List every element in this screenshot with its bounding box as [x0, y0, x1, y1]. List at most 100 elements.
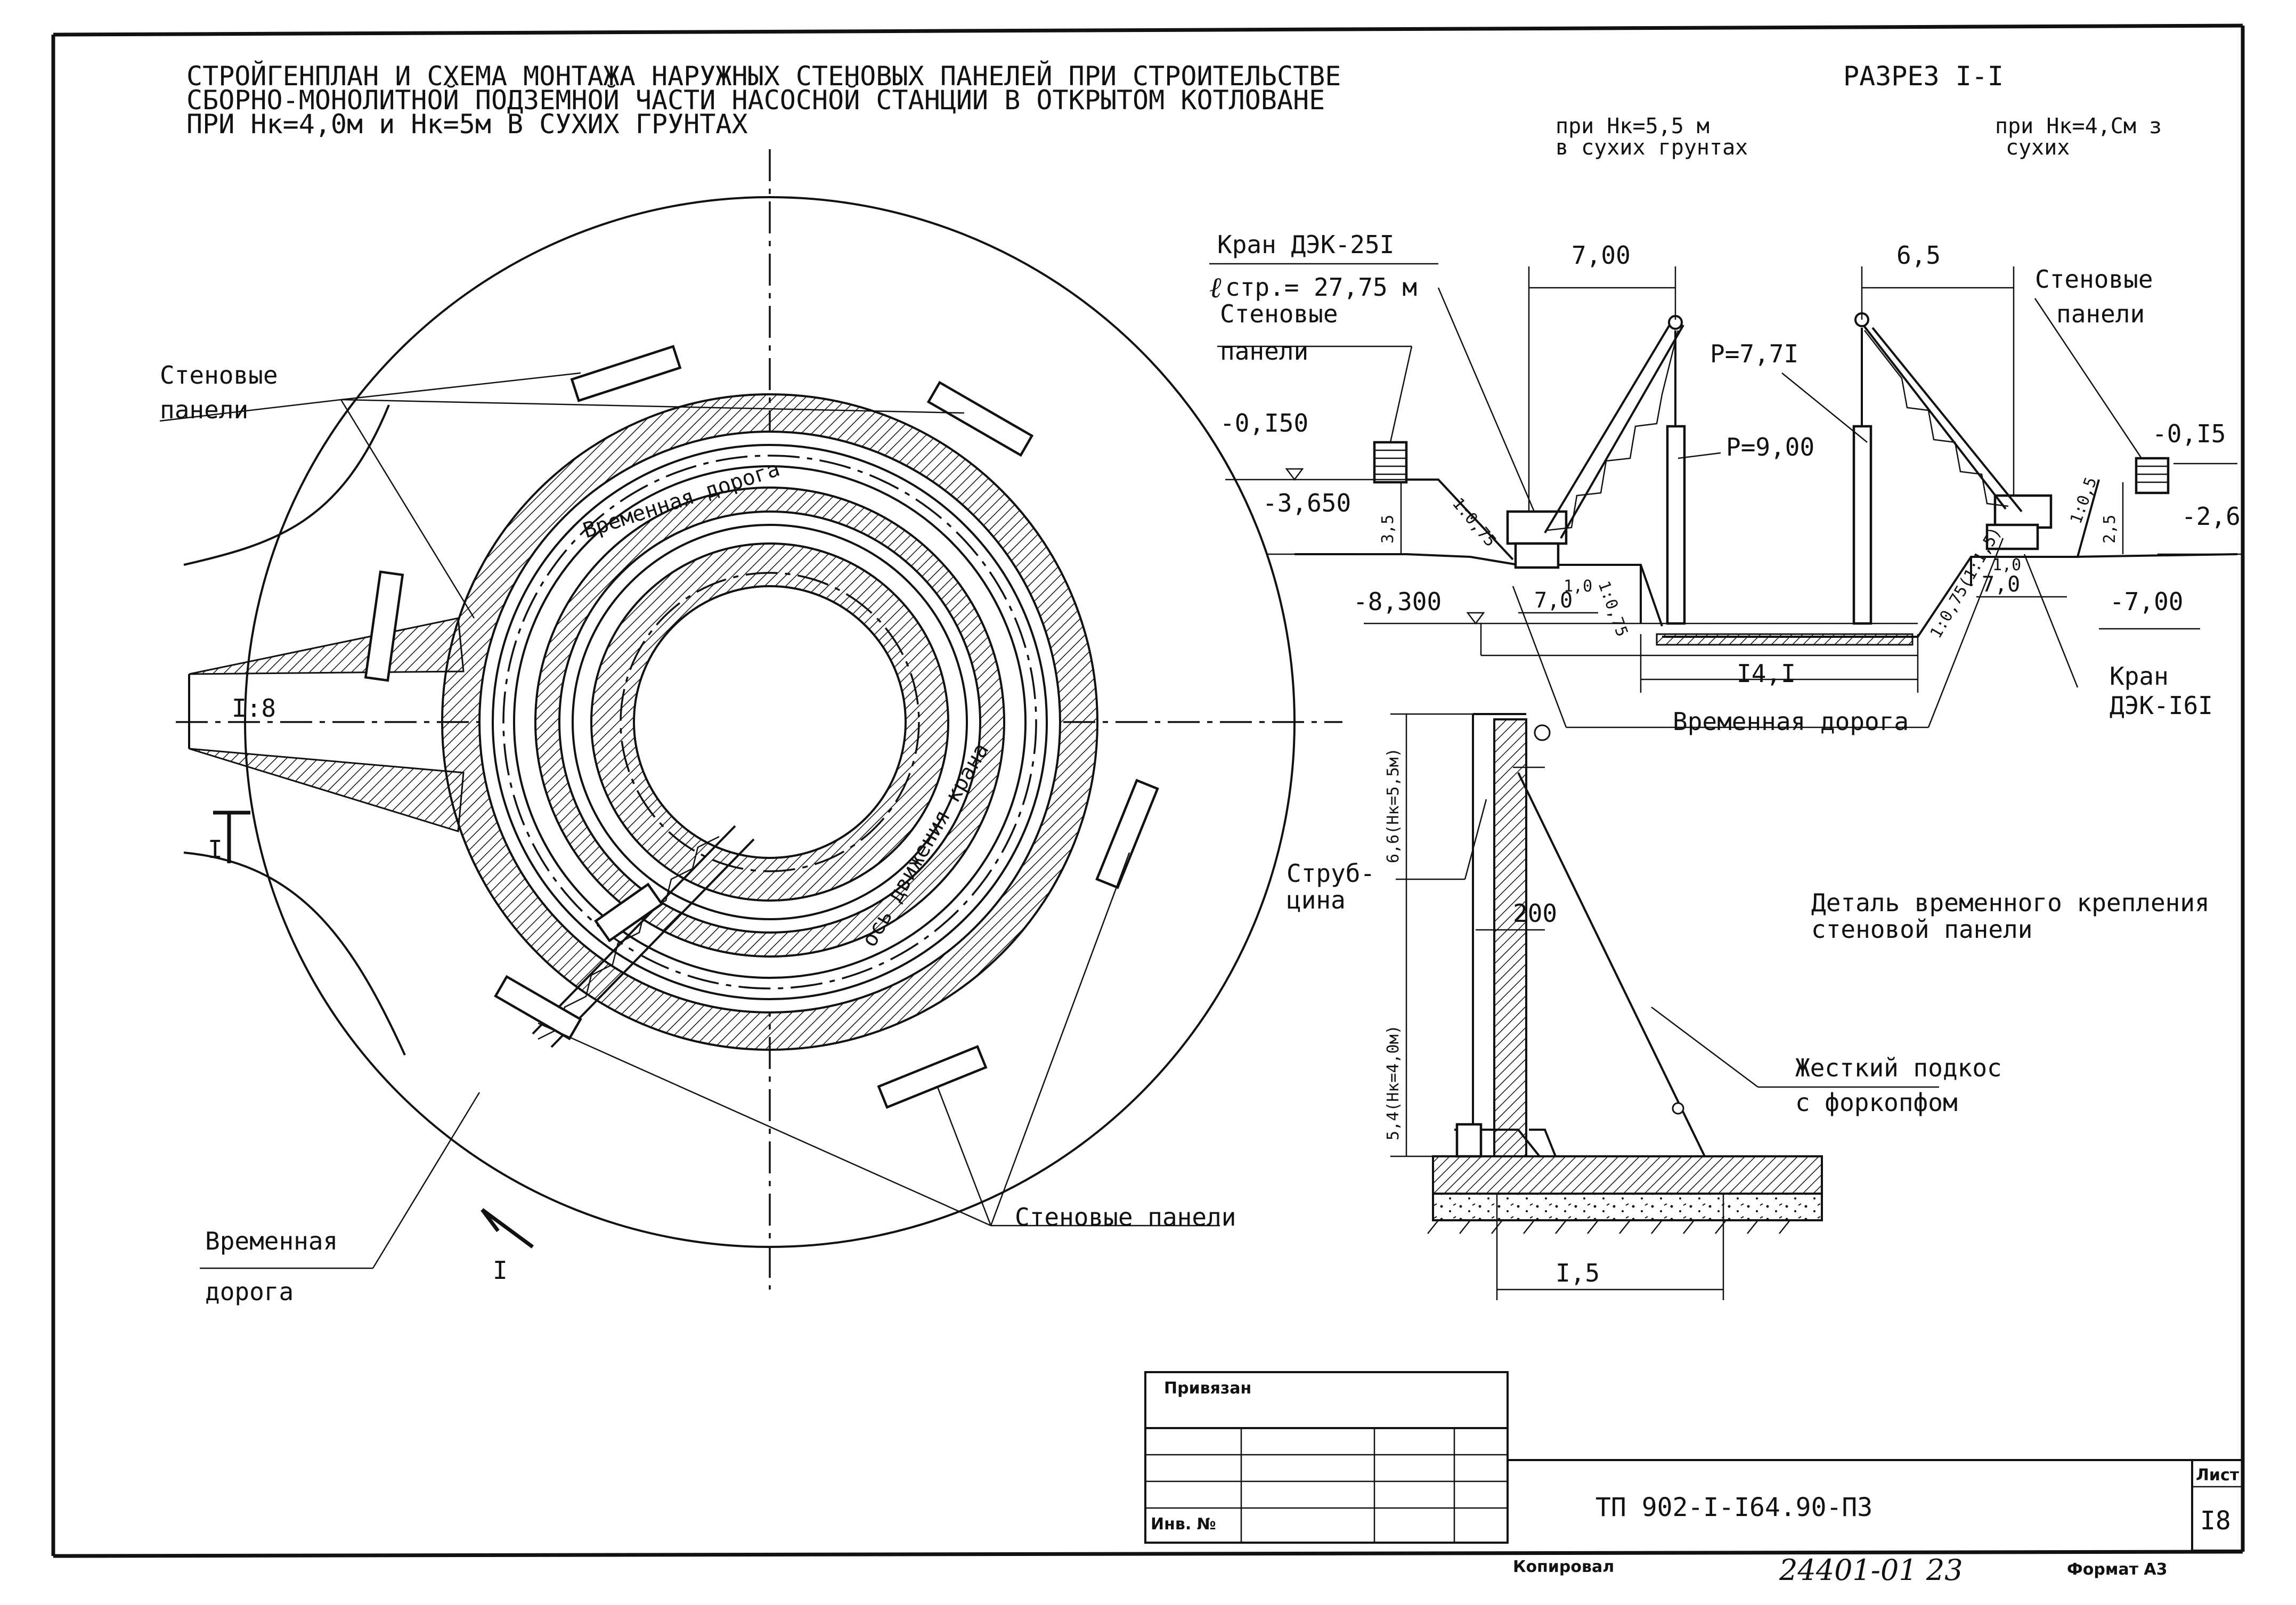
- panels-right-label-1: Стеновые: [2035, 265, 2153, 294]
- panel-stack-left: [1373, 441, 1408, 484]
- level-m8-300: -8,300: [1353, 587, 1442, 616]
- crane-left: [1506, 315, 1684, 623]
- detail-title-1: Деталь временного крепления: [1811, 888, 2210, 917]
- section-mark-top: I: [208, 810, 250, 864]
- title-line-3: ПРИ Нк=4,0м и Нк=5м В СУХИХ ГРУНТАХ: [186, 109, 748, 140]
- level-m0-15-right: -0,I5: [2152, 419, 2226, 448]
- plan-panel-1: [570, 345, 682, 402]
- plan-leaders: [159, 372, 1220, 1269]
- lifted-panel-right: [1852, 425, 1872, 625]
- panels-right-label-2: панели: [2056, 299, 2145, 328]
- stamp-doc-code: ТП 902-I-I64.90-ПЗ: [1595, 1493, 1872, 1522]
- section-left-case-2: в сухих грунтах: [1556, 135, 1748, 160]
- drawing-title: СТРОЙГЕНПЛАН И СХЕМА МОНТАЖА НАРУЖНЫХ СТ…: [186, 60, 1341, 140]
- dim-7-0-left: 7,0: [1534, 588, 1573, 613]
- section-view: РАЗРЕЗ I-I при Нк=5,5 м в сухих грунтах …: [1209, 61, 2243, 736]
- temp-road-ring-inner: [513, 465, 1027, 979]
- dim-1-0-left: 1,0: [1564, 577, 1592, 596]
- section-road-label: Временная дорога: [1673, 707, 1909, 736]
- inner-axis-circle: [620, 572, 920, 872]
- svg-text:I: I: [493, 1256, 508, 1285]
- title-line-2: СБОРНО-МОНОЛИТНОЙ ПОДЗЕМНОЙ ЧАСТИ НАСОСН…: [186, 84, 1325, 116]
- plan-road-label-2: дорога: [205, 1277, 294, 1306]
- dim-14-1: I4,I: [1737, 659, 1796, 688]
- panels-left-label-1: Стеновые: [1220, 299, 1338, 328]
- plan-panels-label-1: Стеновые: [160, 361, 278, 390]
- plan-panel-4: [1095, 779, 1159, 889]
- stamp-sheet-label: Лист: [2196, 1466, 2240, 1485]
- panel-stack-right: [2135, 457, 2170, 495]
- detail-brace-label-2: с форкопфом: [1795, 1088, 1958, 1117]
- detail-dim-5-4: 5,4(Нк=4,0м): [1384, 1025, 1403, 1140]
- slope-05: 1:0,5: [2067, 475, 2101, 526]
- detail-dim-200: 200: [1513, 899, 1557, 928]
- crane-path-circle: [502, 455, 1037, 990]
- detail-title-2: стеновой панели: [1811, 915, 2032, 944]
- stamp-bound-label: Привязан: [1164, 1379, 1251, 1398]
- section-leaders: [1209, 263, 2143, 728]
- wall-panels-plan: [364, 345, 1159, 1109]
- section-right-case-1: при Нк=4,См з: [1995, 114, 2162, 139]
- detail-slab: [1432, 1155, 1823, 1195]
- boom-length-label: стр.= 27,75 м: [1225, 273, 1417, 302]
- load-p771-label: Р=7,7I: [1710, 339, 1798, 368]
- dim-3-5: 3,5: [1379, 515, 1397, 544]
- plan-panels-label-2: панели: [160, 395, 248, 424]
- dim-2-5: 2,5: [2100, 515, 2119, 544]
- inner-wall-ring: [590, 542, 949, 902]
- panels-left-label-2: панели: [1220, 337, 1308, 366]
- panel-brace-detail: Деталь временного крепления стеновой пан…: [1287, 713, 2210, 1300]
- temp-road-ring-outer: [492, 444, 1048, 1000]
- slope-075-a: 1:0,75: [1448, 495, 1500, 551]
- title-line-1: СТРОЙГЕНПЛАН И СХЕМА МОНТАЖА НАРУЖНЫХ СТ…: [186, 60, 1341, 92]
- section-left-case-1: при Нк=5,5 м: [1556, 114, 1709, 139]
- svg-text:I: I: [208, 835, 223, 864]
- crane-right: [1854, 312, 2053, 623]
- plan-road-label-1: Временная: [205, 1227, 338, 1255]
- stamp-copied-label: Копировал: [1513, 1558, 1614, 1576]
- access-ramp: [183, 404, 465, 1056]
- inner-ring: [572, 524, 968, 920]
- site-boundary-circle: [244, 196, 1296, 1248]
- stamp-format-label: Формат А3: [2067, 1560, 2168, 1579]
- boom-symbol: ℓ: [1209, 271, 1222, 304]
- crane-left-label: Кран ДЭК-25I: [1217, 230, 1394, 259]
- detail-dim-6-6: 6,6(Нк=5,5м): [1384, 748, 1403, 863]
- level-m0-150-left: -0,I50: [1220, 409, 1308, 437]
- crane-plan: [532, 825, 755, 1048]
- detail-dim-1-5: I,5: [1556, 1259, 1600, 1287]
- detail-base: [1432, 1193, 1823, 1221]
- level-m7-00: -7,00: [2110, 587, 2183, 616]
- detail-brace-label-1: Жесткий подкос: [1795, 1053, 2002, 1082]
- section-title: РАЗРЕЗ I-I: [1843, 61, 2004, 92]
- detail-strut-label-2: цина: [1287, 886, 1346, 914]
- crane-right-label-2: ДЭК-I6I: [2110, 691, 2213, 720]
- slope-075-b: 1:0,75: [1594, 579, 1631, 639]
- detail-wall-panel: [1493, 718, 1527, 1157]
- title-block: Привязан Инв. № ТП 902-I-I64.90-ПЗ Лист …: [1144, 1371, 2244, 1587]
- stamp-inv-no-label: Инв. №: [1151, 1515, 1216, 1534]
- plan-panels-bottom-label: Стеновые панели: [1015, 1203, 1236, 1231]
- site-plan: I:8 Сте: [159, 149, 1342, 1306]
- crane-right-label-1: Кран: [2110, 662, 2169, 691]
- sheet-frame: [51, 23, 2245, 1558]
- detail-strut-label-1: Струб-: [1287, 859, 1375, 888]
- load-p900-label: Р=9,00: [1726, 433, 1814, 461]
- plan-panel-6: [494, 975, 582, 1041]
- lifted-panel-left: [1666, 425, 1686, 625]
- stamp-handwritten-number: 24401-01 23: [1779, 1553, 1963, 1587]
- plan-panel-5: [877, 1045, 988, 1109]
- plan-panel-2: [926, 380, 1034, 457]
- detail-brace: [1517, 772, 1706, 1157]
- stamp-sheet-number: I8: [2200, 1506, 2231, 1536]
- dim-6-5: 6,5: [1896, 241, 1941, 270]
- section-dimensions: [1400, 266, 2124, 693]
- plan-panel-3: [364, 570, 404, 682]
- ramp-slope-label: I:8: [232, 694, 276, 723]
- level-marks: [1225, 463, 2243, 630]
- level-m3-650: -3,650: [1263, 489, 1351, 517]
- level-m2-6: -2,6: [2181, 502, 2241, 531]
- section-mark-bottom: I: [481, 1208, 534, 1285]
- section-right-case-2: сухих: [2006, 135, 2070, 160]
